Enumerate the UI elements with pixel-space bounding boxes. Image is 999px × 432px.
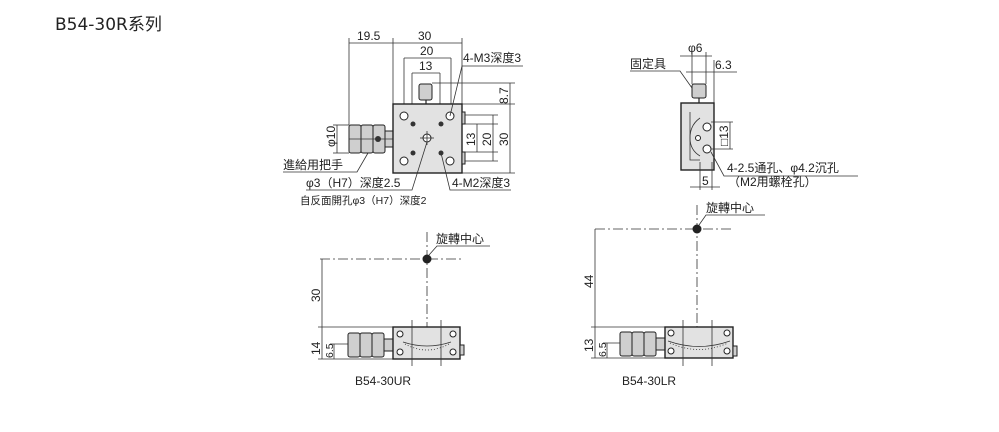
dim-h14: 14 [309, 341, 323, 355]
label-pin-hole: φ3（H7）深度2.5 [306, 175, 401, 190]
dim-5: 5 [702, 174, 709, 188]
dim-20: 20 [420, 44, 434, 58]
dim-30: 30 [418, 29, 432, 43]
ur-feed-handle [347, 332, 394, 358]
dim-v20: 20 [480, 132, 494, 146]
ur-center-label: 旋轉中心 [436, 231, 484, 246]
label-m2: 4-M2深度3 [452, 175, 510, 190]
clamp-knob [418, 83, 433, 101]
label-feed-handle: 進給用把手 [283, 158, 343, 172]
feed-handle [348, 124, 394, 154]
label-holes: 4-2.5通孔、φ4.2沉孔 [727, 161, 839, 175]
rotation-center-mark [692, 224, 702, 234]
dim-13: 13 [419, 59, 433, 73]
ur-model-label: B54-30UR [355, 374, 411, 388]
side-view: φ6 6.3 固定具 □13 4-2.5通孔、φ4.2沉孔 （M2用螺栓孔） 5 [630, 41, 858, 190]
rotation-center-mark [422, 254, 432, 264]
dim-h13: 13 [582, 338, 596, 352]
lr-view: 旋轉中心 44 13 6.5 B54-30LR [582, 200, 765, 388]
dim-h30: 30 [309, 288, 323, 302]
top-view: 19.5 30 20 13 8.7 13 20 30 φ10 [283, 29, 523, 207]
ur-stage-body [392, 326, 461, 360]
lr-model-label: B54-30LR [622, 374, 676, 388]
lr-stage-body [664, 326, 734, 359]
label-fixture: 固定具 [630, 56, 666, 71]
dim-sq13: □13 [717, 125, 731, 146]
dim-phi6: φ6 [688, 41, 703, 55]
ur-angle-scale [402, 341, 452, 347]
dim-v30: 30 [497, 132, 511, 146]
fixture-knob [691, 83, 707, 99]
dim-h6-5: 6.5 [597, 342, 609, 357]
label-m3: 4-M3深度3 [463, 50, 521, 65]
dim-6-3: 6.3 [715, 58, 732, 72]
dim-19-5: 19.5 [357, 29, 381, 43]
dim-h6-5: 6.5 [324, 343, 336, 358]
label-back-hole: 自反面開孔φ3（H7）深度2 [300, 194, 427, 207]
ur-view: 旋轉中心 30 14 6.5 B54-30UR [309, 231, 490, 388]
mounting-holes [399, 111, 455, 166]
dim-8-7: 8.7 [497, 87, 511, 104]
dim-h44: 44 [582, 274, 596, 288]
series-title: B54-30R系列 [55, 15, 162, 35]
dim-v13: 13 [464, 132, 478, 146]
dim-phi10: φ10 [324, 126, 338, 147]
lr-center-label: 旋轉中心 [706, 200, 754, 215]
lr-feed-handle [619, 331, 666, 357]
lr-angle-scale [667, 340, 731, 347]
label-holes-note: （M2用螺栓孔） [728, 174, 817, 189]
